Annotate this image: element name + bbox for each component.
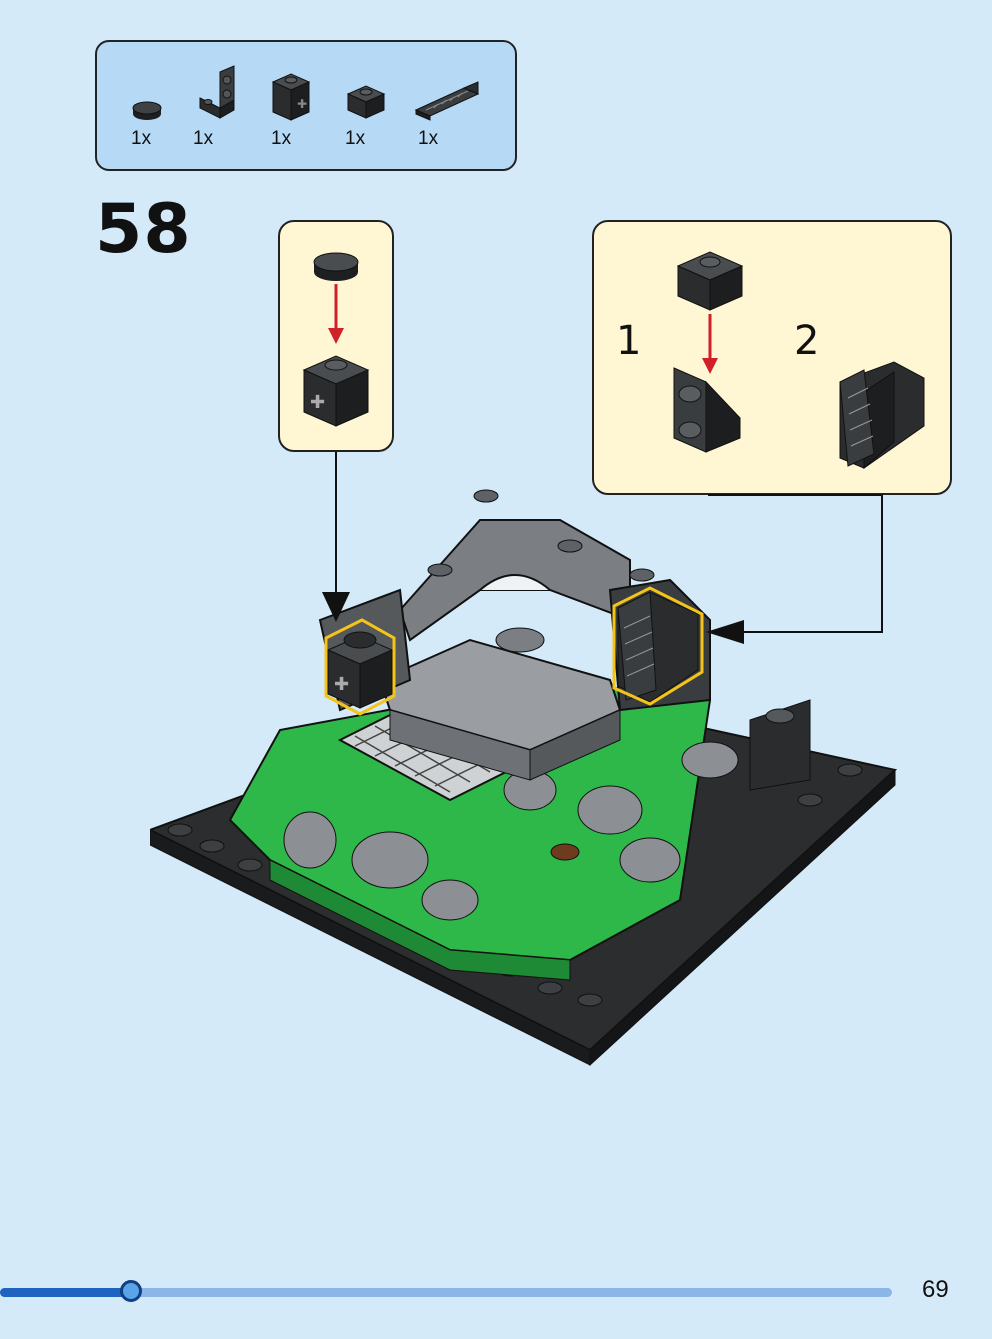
part-qty: 1x: [345, 128, 366, 149]
subassembly-a-illustration: ✚: [302, 252, 370, 427]
arrow-down-icon: [322, 592, 350, 622]
parts-list-box: 1x 1x ✚ 1x 1x: [95, 40, 517, 171]
bracket-plate-icon: [199, 65, 235, 119]
grille-slope-icon: [414, 81, 480, 121]
part-qty: 1x: [271, 128, 292, 149]
svg-text:✚: ✚: [334, 674, 349, 695]
part-qty: 1x: [131, 128, 152, 149]
progress-fill: [0, 1288, 131, 1297]
subassembly-callout-b: 1 2: [592, 220, 952, 495]
round-tile-1x1-icon: [132, 101, 162, 120]
technic-brick-1x1-icon: ✚: [271, 73, 311, 121]
svg-text:✚: ✚: [297, 97, 307, 111]
part-item: [112, 64, 182, 124]
part-qty: 1x: [193, 128, 214, 149]
part-item: [182, 64, 252, 124]
svg-text:✚: ✚: [310, 392, 325, 413]
new-part-grille-slope: [612, 586, 704, 706]
page-number: 69: [922, 1276, 949, 1303]
progress-bar: [0, 1280, 892, 1302]
part-qty: 1x: [418, 128, 439, 149]
part-item: [332, 64, 402, 124]
callout-connectors: [322, 452, 883, 644]
part-item: [412, 64, 482, 124]
plate-1x1-icon: [346, 85, 386, 119]
model-illustration: ✚: [150, 489, 898, 1067]
substep-number-1: 1: [616, 318, 642, 364]
new-part-technic-brick: ✚: [324, 618, 396, 716]
progress-knob: [120, 1280, 142, 1302]
subassembly-b-illustration: [673, 251, 925, 470]
arrow-left-icon: [706, 620, 744, 644]
part-item: ✚: [257, 64, 327, 124]
substep-number-2: 2: [794, 318, 820, 364]
subassembly-callout-a: ✚: [278, 220, 394, 452]
step-number: 58: [95, 190, 192, 269]
